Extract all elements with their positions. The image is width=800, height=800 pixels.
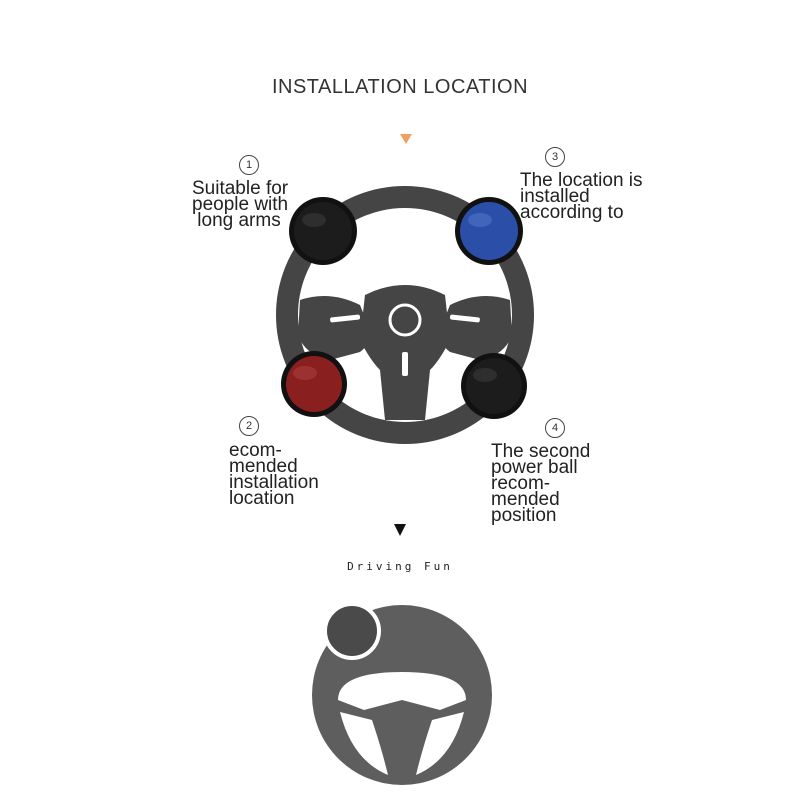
location-label-3: The location is installed according to — [520, 170, 643, 223]
knob-1 — [289, 197, 357, 265]
location-number-3: 3 — [545, 147, 565, 167]
location-label-2: ecom- mended installation location — [229, 440, 319, 509]
knob-3 — [455, 197, 523, 265]
steering-wheel-icon — [312, 602, 492, 785]
knob-2 — [281, 351, 347, 417]
location-number-4: 4 — [545, 418, 565, 438]
location-number-2: 2 — [239, 416, 259, 436]
steering-wheel — [276, 186, 534, 444]
down-arrow-icon — [394, 524, 406, 536]
location-number-1: 1 — [239, 155, 259, 175]
page-title: INSTALLATION LOCATION — [271, 76, 529, 98]
location-label-1: Suitable for people with long arms — [192, 178, 289, 231]
knob-4 — [461, 353, 527, 419]
down-arrow-icon — [400, 134, 412, 144]
tagline: Driving Fun — [347, 560, 453, 573]
location-label-4: The second power ball recom- mended posi… — [491, 441, 591, 526]
